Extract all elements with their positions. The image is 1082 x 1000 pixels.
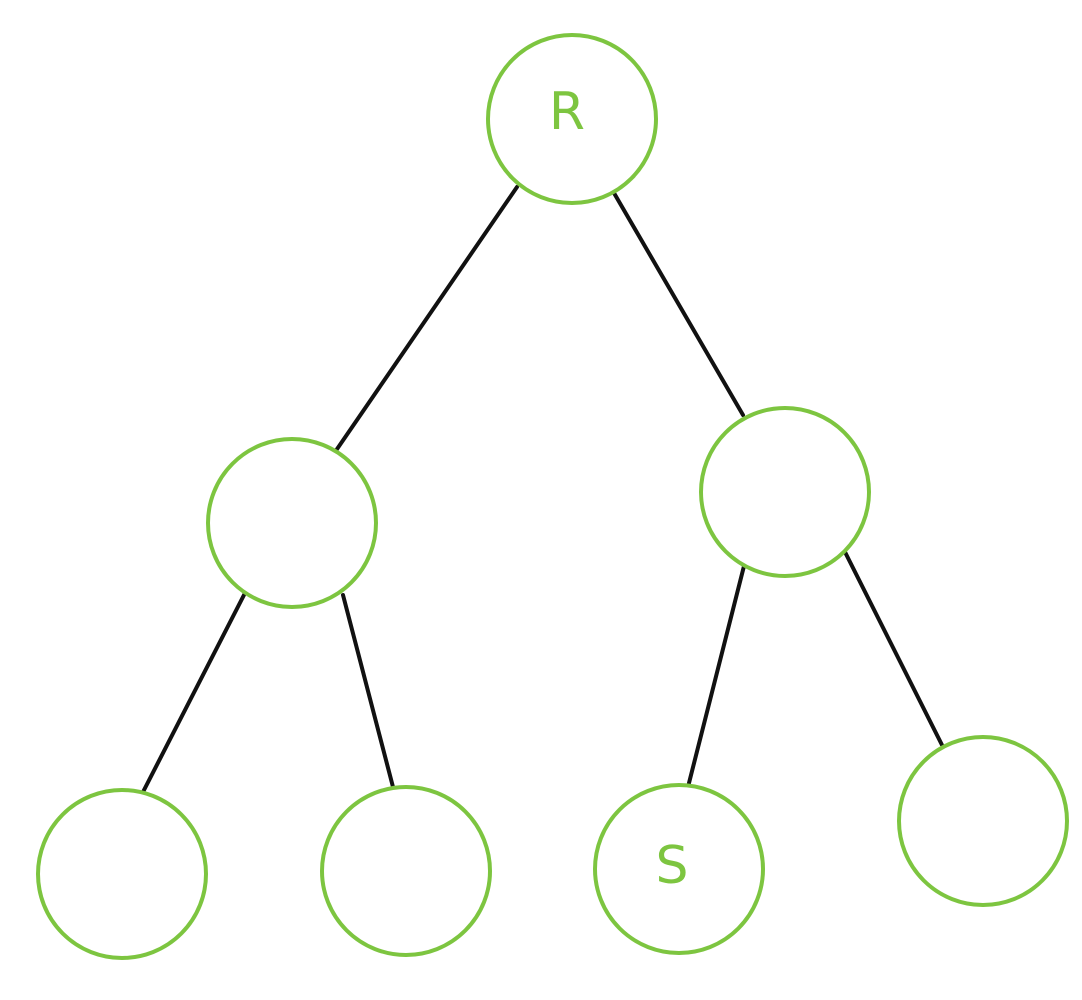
tree-node-left <box>206 437 378 609</box>
node-circle <box>897 735 1069 907</box>
node-circle <box>699 406 871 578</box>
edge-root-right <box>612 191 745 417</box>
tree-node-root: R <box>486 33 658 205</box>
edge-root-left <box>333 185 519 454</box>
tree-node-right <box>699 406 871 578</box>
tree-node-right-right <box>897 735 1069 907</box>
tree-node-left-left <box>36 788 208 960</box>
node-circle <box>593 783 765 955</box>
node-circle <box>486 33 658 205</box>
tree-node-left-right <box>320 785 492 957</box>
node-circle <box>36 788 208 960</box>
tree-edges <box>141 185 944 794</box>
edge-left-leftleft <box>141 591 247 794</box>
edge-left-leftright <box>341 593 395 789</box>
edge-right-rightleft <box>687 564 746 785</box>
node-circle <box>320 785 492 957</box>
node-label-right-left: S <box>655 836 688 896</box>
node-circle <box>206 437 378 609</box>
edge-right-rightright <box>843 550 944 747</box>
node-label-root: R <box>549 82 585 142</box>
tree-node-right-left: S <box>593 783 765 955</box>
